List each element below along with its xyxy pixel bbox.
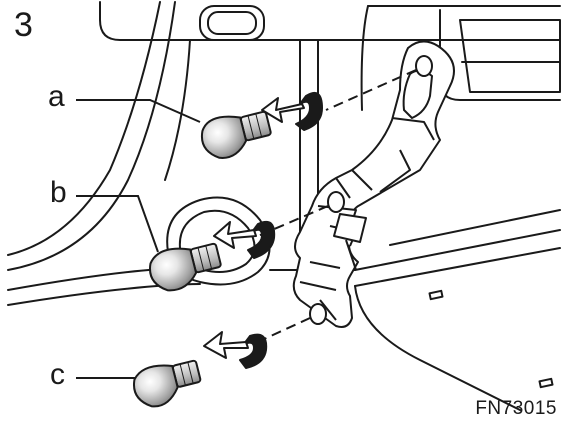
socket-hole-c — [309, 303, 327, 325]
leader-line-a — [76, 99, 201, 123]
rotation-arrows — [203, 92, 323, 369]
guide-line-c — [261, 317, 311, 341]
bulb-c — [132, 359, 202, 408]
callout-label-b: b — [50, 176, 67, 209]
callout-label-a: a — [48, 80, 65, 113]
guide-line-b — [257, 205, 329, 237]
removal-guide-lines — [257, 69, 417, 341]
bulb-b — [148, 242, 222, 292]
leader-line-b — [76, 195, 159, 253]
callout-leader-lines — [76, 99, 201, 379]
car-body-outline — [7, 1, 561, 411]
guide-line-a — [325, 69, 417, 111]
figure-code: FN73015 — [475, 398, 557, 419]
bulb-a — [200, 110, 272, 159]
socket-hole-b — [327, 191, 345, 213]
socket-holes — [309, 55, 433, 325]
rotation-arrow-icon-b — [213, 220, 276, 259]
callout-label-c: c — [50, 358, 65, 391]
socket-hole-a — [415, 55, 433, 77]
step-number: 3 — [14, 6, 33, 44]
rotation-arrow-icon-c — [203, 331, 268, 369]
rotation-arrow-icon-a — [261, 92, 323, 131]
